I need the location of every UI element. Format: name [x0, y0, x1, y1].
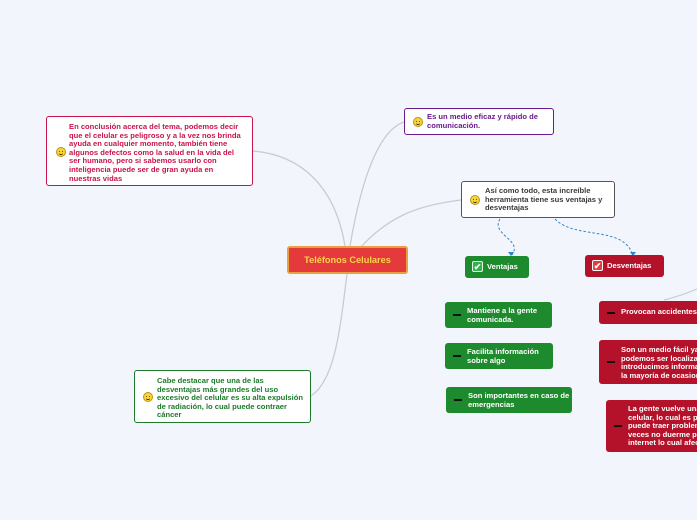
arrow-ventajas: [508, 252, 514, 256]
note-conclusion[interactable]: En conclusión acerca del tema, podemos d…: [46, 116, 253, 186]
smiley-icon: [413, 117, 423, 127]
desventajas-label: Desventajas: [607, 261, 652, 270]
checkmark-icon: ✔: [472, 261, 483, 272]
link-conclusion: [252, 150, 346, 247]
dash-icon: [453, 314, 461, 316]
desventajas-item[interactable]: Son un medio fácil ya que podemos ser lo…: [599, 340, 697, 384]
dash-icon: [454, 399, 462, 401]
ventajas-label: Ventajas: [487, 262, 518, 271]
desventajas-item[interactable]: Provocan accidentes: [599, 301, 697, 324]
note-herramienta[interactable]: Así como todo, esta increíble herramient…: [461, 181, 615, 218]
note-conclusion-text: En conclusión acerca del tema, podemos d…: [69, 122, 241, 183]
note-medio-text: Es un medio eficaz y rápido de comunicac…: [427, 112, 538, 130]
arrow-desventajas: [630, 252, 636, 256]
note-herramienta-text: Así como todo, esta increíble herramient…: [485, 186, 603, 213]
desventajas-item-text: La gente vuelve una adicción al celular,…: [628, 404, 697, 448]
link-herramienta: [359, 199, 462, 249]
note-cabe-text: Cabe destacar que una de las desventajas…: [157, 376, 304, 420]
dash-icon: [614, 425, 622, 427]
note-cabe[interactable]: Cabe destacar que una de las desventajas…: [134, 370, 311, 423]
link-medio: [349, 121, 405, 247]
link-cabe: [310, 273, 348, 397]
ventajas-item[interactable]: Mantiene a la gente comunicada.: [445, 302, 552, 328]
ventajas-item-text: Facilita información sobre algo: [467, 347, 539, 365]
ventajas-item-text: Mantiene a la gente comunicada.: [467, 306, 538, 324]
desventajas-header[interactable]: ✔ Desventajas: [585, 255, 664, 277]
smiley-icon: [470, 195, 480, 205]
dash-icon: [453, 355, 461, 357]
note-medio[interactable]: Es un medio eficaz y rápido de comunicac…: [404, 108, 554, 135]
central-topic-label: Teléfonos Celulares: [304, 255, 391, 265]
dashed-link-desventajas: [554, 218, 634, 257]
ventajas-item[interactable]: Facilita información sobre algo: [445, 343, 553, 369]
dash-icon: [607, 361, 615, 363]
dash-icon: [607, 312, 615, 314]
checkmark-icon: ✔: [592, 260, 603, 271]
central-topic[interactable]: Teléfonos Celulares: [287, 246, 408, 274]
smiley-icon: [143, 392, 153, 402]
desventajas-item-text: Provocan accidentes: [621, 307, 697, 316]
ventajas-item-text: Son importantes en caso de emergencias: [468, 391, 570, 409]
desventajas-item[interactable]: La gente vuelve una adicción al celular,…: [606, 400, 697, 452]
desventajas-item-text: Son un medio fácil ya que podemos ser lo…: [621, 345, 697, 380]
link-desventajas-right: [663, 288, 697, 301]
ventajas-item[interactable]: Son importantes en caso de emergencias: [446, 387, 572, 413]
ventajas-header[interactable]: ✔ Ventajas: [465, 256, 529, 278]
smiley-icon: [56, 147, 66, 157]
